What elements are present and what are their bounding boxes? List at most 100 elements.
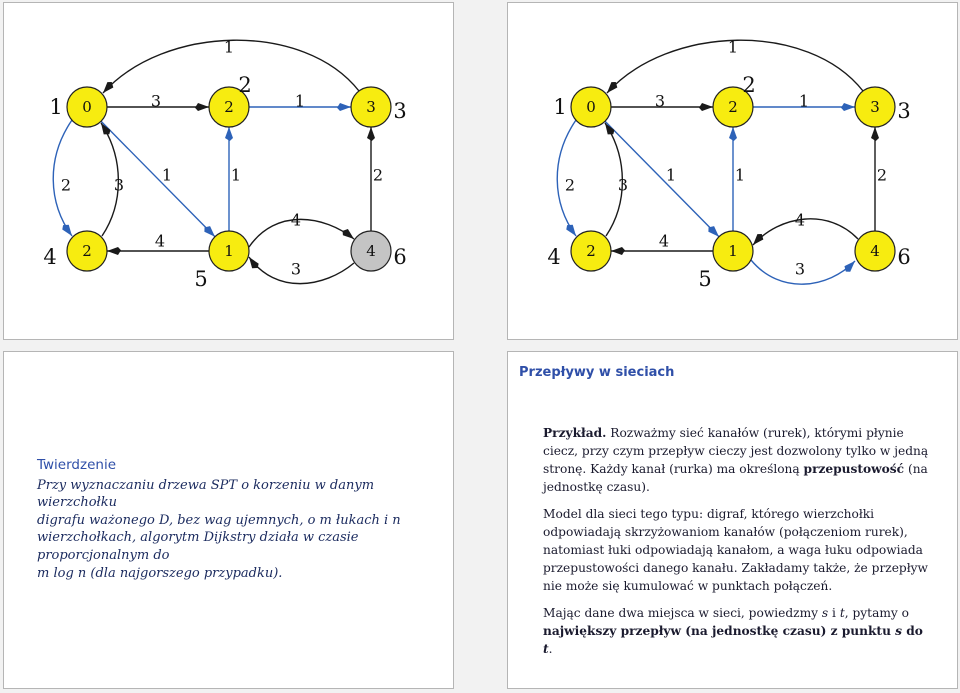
edge-3-0 xyxy=(102,39,360,94)
arrow-head xyxy=(841,103,855,111)
edge-weight: 1 xyxy=(666,166,676,185)
paragraph-text: (na jednostkę czasu). xyxy=(543,462,928,494)
theorem-block: Twierdzenie Przy wyznaczaniu drzewa SPT … xyxy=(37,457,437,582)
node-n4 xyxy=(350,230,392,272)
edge-weight: 4 xyxy=(795,211,805,230)
edge-1-4 xyxy=(248,218,355,248)
slide-title: Przepływy w sieciach xyxy=(519,365,675,380)
edge-weight: 1 xyxy=(295,92,305,111)
edge-weight: 2 xyxy=(565,176,575,195)
edge-weight: 1 xyxy=(799,92,809,111)
var-s: s xyxy=(895,624,903,638)
paragraph-text: Mając dane dwa miejsca w sieci, powiedzm… xyxy=(543,606,822,620)
distance-label: 3 xyxy=(393,99,406,123)
distance-label: 5 xyxy=(194,267,207,291)
arrow-head xyxy=(62,224,72,236)
edge-weight: 3 xyxy=(618,176,628,195)
paragraph-text: Rozważmy sieć kanałów (rurek), którymi p… xyxy=(543,426,929,476)
distance-label: 6 xyxy=(393,245,406,269)
edge-4-1 xyxy=(752,218,859,246)
node-nL xyxy=(66,230,108,272)
arrow-head xyxy=(611,247,625,255)
paragraph-example: Przykład. Rozważmy sieć kanałów (rurek),… xyxy=(543,424,935,496)
theorem-line: digrafu ważonego D, bez wag ujemnych, o … xyxy=(37,512,401,528)
edge-L-0 xyxy=(604,122,624,237)
edge-weight: 1 xyxy=(728,38,738,57)
edge-weight: 4 xyxy=(291,211,301,230)
theorem-line: m log n (dla najgorszego przypadku). xyxy=(37,565,283,581)
paragraph-model: Model dla sieci tego typu: digraf, które… xyxy=(543,507,928,593)
arrow-head xyxy=(204,226,215,237)
arrow-head xyxy=(607,82,618,93)
node-n2 xyxy=(208,86,250,128)
node-label: 2 xyxy=(586,242,596,260)
flow-networks-slide: Przepływy w sieciach Przykład. Rozważmy … xyxy=(507,351,958,689)
distance-label: 4 xyxy=(43,245,56,269)
edge-0-L xyxy=(52,119,73,237)
capacity-term: przepustowość xyxy=(803,462,905,476)
paragraph-text: i xyxy=(828,606,840,620)
paragraph-question: Mając dane dwa miejsca w sieci, powiedzm… xyxy=(543,604,935,658)
node-label: 1 xyxy=(224,242,234,260)
distance-label: 4 xyxy=(547,245,560,269)
distance-label: 3 xyxy=(897,99,910,123)
arrow-head xyxy=(195,103,209,111)
arrow-head xyxy=(342,229,354,239)
edge-0-L xyxy=(556,119,577,237)
paragraph-text: , pytamy o xyxy=(844,606,909,620)
edge-weight: 3 xyxy=(795,260,805,279)
node-label: 2 xyxy=(82,242,92,260)
edge-weight: 2 xyxy=(373,166,383,185)
arrow-head xyxy=(107,247,121,255)
max-flow-phrase: największy przepływ (na jednostkę czasu)… xyxy=(543,624,896,638)
var-t: t xyxy=(543,642,549,656)
node-n0 xyxy=(66,86,108,128)
distance-label: 1 xyxy=(553,95,566,119)
arrow-head xyxy=(708,226,719,237)
edge-0-1 xyxy=(604,120,720,238)
node-label: 4 xyxy=(366,242,376,260)
arrow-head xyxy=(753,234,764,245)
distance-label: 2 xyxy=(742,73,755,97)
edge-L-0 xyxy=(100,122,120,237)
edge-weight: 3 xyxy=(114,176,124,195)
node-label: 2 xyxy=(728,98,738,116)
node-n1 xyxy=(208,230,250,272)
edge-weight: 2 xyxy=(61,176,71,195)
slide-body: Przykład. Rozważmy sieć kanałów (rurek),… xyxy=(543,424,935,667)
arrow-head xyxy=(103,82,114,93)
edge-weight: 3 xyxy=(291,260,301,279)
arrow-head xyxy=(871,127,879,141)
var-t: t xyxy=(839,606,845,620)
theorem-body: Przy wyznaczaniu drzewa SPT o korzeniu w… xyxy=(37,477,437,583)
theorem-line: wierzchołkach, algorytm Dijkstry działa … xyxy=(37,530,359,563)
edge-weight: 1 xyxy=(224,38,234,57)
edge-1-4 xyxy=(750,259,856,285)
node-label: 3 xyxy=(870,98,880,116)
max-flow-phrase: do xyxy=(902,624,923,638)
theorem-heading: Twierdzenie xyxy=(37,457,116,473)
arrow-head xyxy=(367,127,375,141)
node-n3 xyxy=(854,86,896,128)
edge-weight: 1 xyxy=(735,166,745,185)
edge-0-1 xyxy=(100,120,216,238)
node-label: 0 xyxy=(82,98,92,116)
distance-label: 6 xyxy=(897,245,910,269)
distance-label: 5 xyxy=(698,267,711,291)
edge-weight: 1 xyxy=(162,166,172,185)
arrow-head xyxy=(249,257,259,269)
theorem-slide: Twierdzenie Przy wyznaczaniu drzewa SPT … xyxy=(3,351,454,689)
node-n1 xyxy=(712,230,754,272)
node-label: 4 xyxy=(870,242,880,260)
example-label: Przykład. xyxy=(543,426,607,440)
node-n2 xyxy=(712,86,754,128)
paragraph-text: . xyxy=(548,642,553,656)
arrow-head xyxy=(225,127,233,141)
edge-3-0 xyxy=(606,39,864,94)
arrow-head xyxy=(101,123,111,135)
edge-weight: 3 xyxy=(655,92,665,111)
arrow-head xyxy=(729,127,737,141)
